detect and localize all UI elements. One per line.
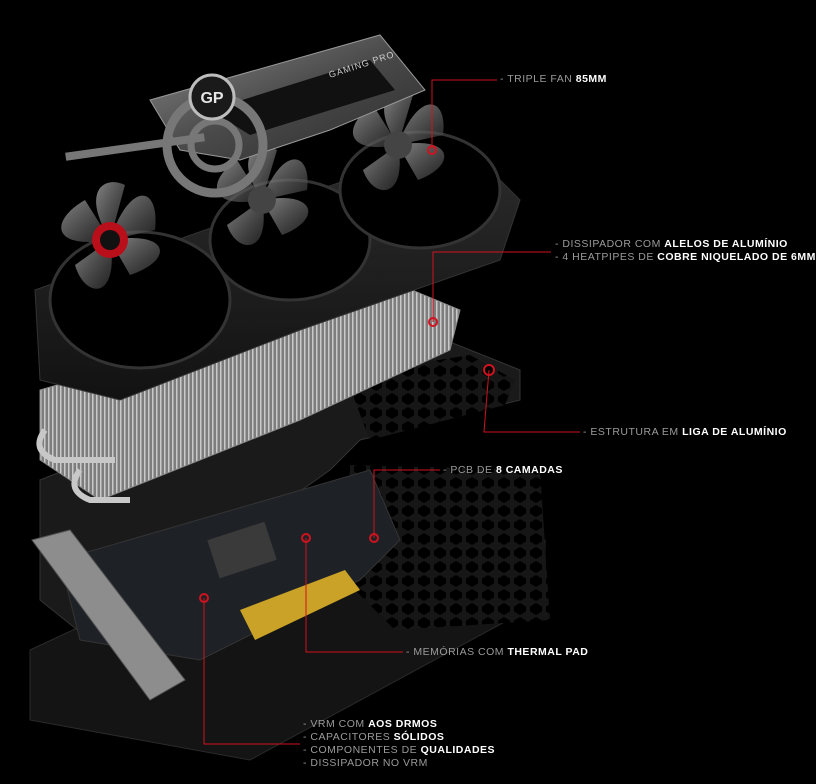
callout-vrm-item: - VRM COM AOS DRMOS [303,718,495,731]
callout-plain-text: PCB DE [450,464,496,476]
callout-strong-text: AOS DRMOS [368,718,438,730]
callout-strong-text: COBRE NIQUELADO DE 6MM [657,251,816,263]
leader-fan [431,79,497,150]
callout-vrm-list: - VRM COM AOS DRMOS - CAPACITORES SÓLIDO… [303,718,495,770]
callout-vrm-item: - CAPACITORES SÓLIDOS [303,731,495,744]
callout-heatpipes: - 4 HEATPIPES DE COBRE NIQUELADO DE 6MM [555,251,816,264]
logo-badge-text: GP [200,90,223,107]
callout-vrm-item: - COMPONENTES DE QUALIDADES [303,744,495,757]
callout-heatsink: - DISSIPADOR COM ALELOS DE ALUMÍNIO - 4 … [555,238,816,264]
callout-pcb: - PCB DE 8 CAMADAS [443,464,563,477]
pcb [31,469,401,701]
callout-strong-text: ALELOS DE ALUMÍNIO [664,238,788,250]
callout-plain-text: DISSIPADOR NO VRM [310,757,428,769]
callout-vrm-item: - DISSIPADOR NO VRM [303,757,495,770]
leader-memory [305,538,403,653]
callout-plain-text: COMPONENTES DE [310,744,421,756]
callout-plain-text: ESTRUTURA EM [590,426,683,438]
callout-dash: - [303,757,311,769]
leader-pcb [373,469,440,538]
callout-dash: - [303,744,311,756]
callout-dash: - [555,251,563,263]
callout-plain-text: TRIPLE FAN [507,73,576,85]
callout-plain-text: VRM COM [310,718,369,730]
callout-dash: - [303,731,311,743]
exploded-gpu-illustration: GP GAMING PRO [29,34,580,761]
callout-dash: - [500,73,508,85]
callout-strong-text: 85MM [575,73,607,85]
callout-dash: - [303,718,311,730]
callout-dash: - [443,464,451,476]
fan-middle [216,147,309,246]
callout-frame: - ESTRUTURA EM LIGA DE ALUMÍNIO [583,426,787,439]
callout-plain-text: DISSIPADOR COM [562,238,665,250]
callout-strong-text: LIGA DE ALUMÍNIO [682,426,787,438]
callout-strong-text: QUALIDADES [420,744,496,756]
leader-frame [483,369,580,433]
callout-heatsink-fins: - DISSIPADOR COM ALELOS DE ALUMÍNIO [555,238,816,251]
callout-memory: - MEMÓRIAS COM THERMAL PAD [406,646,588,659]
fan-left [61,182,160,289]
callout-dash: - [583,426,591,438]
callout-strong-text: THERMAL PAD [507,646,589,658]
leader-lines [203,79,580,745]
callout-triple-fan: - TRIPLE FAN 85MM [500,73,607,86]
callout-plain-text: 4 HEATPIPES DE [562,251,658,263]
callout-strong-text: SÓLIDOS [393,731,445,743]
fan-shroud [34,130,521,401]
callout-dash: - [406,646,414,658]
callout-strong-text: 8 CAMADAS [495,464,563,476]
callout-plain-text: CAPACITORES [310,731,394,743]
leader-heatsink [432,251,551,322]
leader-vrm [203,598,300,745]
callout-dash: - [555,238,563,250]
callout-plain-text: MEMÓRIAS COM [413,646,508,658]
